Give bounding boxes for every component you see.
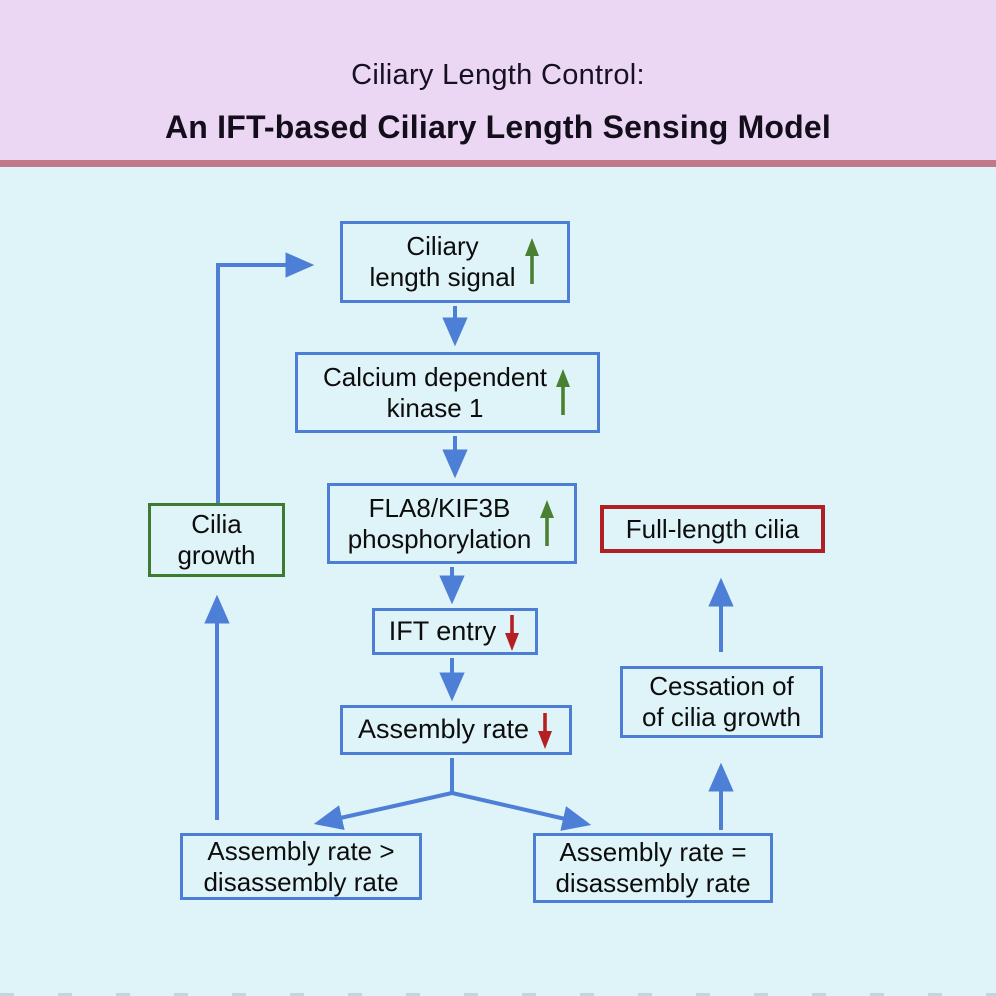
label-line: Ciliary bbox=[406, 231, 479, 262]
label-line: length signal bbox=[369, 262, 516, 292]
label-line: Assembly rate bbox=[357, 714, 530, 745]
figure-subtitle: An IFT-based Ciliary Length Sensing Mode… bbox=[164, 109, 832, 145]
node-calcium-dependent-kinase-1: Calcium dependent kinase 1 bbox=[295, 352, 600, 433]
node-label: Assembly rate bbox=[358, 714, 529, 746]
node-assembly-gt-disassembly: Assembly rate > disassembly rate bbox=[180, 833, 422, 900]
label-line: Cilia bbox=[191, 509, 242, 540]
label-line: Calcium dependent bbox=[322, 361, 548, 392]
label-line: disassembly rate bbox=[555, 868, 751, 898]
node-assembly-eq-disassembly: Assembly rate = disassembly rate bbox=[533, 833, 773, 903]
label-line: phosphorylation bbox=[347, 523, 532, 554]
label-line: of cilia growth bbox=[642, 702, 801, 732]
node-label: IFT entry bbox=[389, 616, 497, 648]
increase-arrow-icon bbox=[524, 238, 539, 284]
figure-header: Ciliary Length Control: An IFT-based Cil… bbox=[0, 0, 996, 160]
header-divider-rule bbox=[0, 160, 996, 167]
label-line: growth bbox=[177, 540, 256, 570]
node-label: Assembly rate > disassembly rate bbox=[203, 836, 398, 897]
arrow-fork-right bbox=[451, 791, 592, 831]
node-label: FLA8/KIF3B phosphorylation bbox=[348, 493, 532, 554]
increase-arrow-icon bbox=[556, 368, 571, 415]
node-label: Calcium dependent kinase 1 bbox=[323, 362, 547, 423]
increase-arrow-icon bbox=[540, 499, 555, 546]
label-line: FLA8/KIF3B bbox=[368, 492, 511, 523]
node-label: Ciliary length signal bbox=[370, 231, 516, 292]
node-ciliary-length-signal: Ciliary length signal bbox=[340, 221, 570, 303]
label-line: kinase 1 bbox=[386, 392, 484, 423]
node-ift-entry: IFT entry bbox=[372, 608, 538, 655]
label-line: Full-length cilia bbox=[625, 513, 800, 544]
node-full-length-cilia: Full-length cilia bbox=[600, 505, 825, 553]
decrease-arrow-icon bbox=[505, 614, 520, 651]
node-label: Cilia growth bbox=[177, 509, 255, 570]
label-line: Assembly rate > bbox=[207, 835, 395, 866]
node-label: Assembly rate = disassembly rate bbox=[555, 837, 750, 898]
node-cilia-growth: Cilia growth bbox=[148, 503, 285, 577]
figure-title: Ciliary Length Control: bbox=[351, 59, 645, 91]
arrow-fork-left bbox=[313, 791, 453, 831]
node-assembly-rate: Assembly rate bbox=[340, 705, 572, 755]
node-cessation-of-cilia-growth: Cessation of of cilia growth bbox=[620, 666, 823, 738]
node-label: Cessation of of cilia growth bbox=[642, 671, 801, 732]
node-label: Full-length cilia bbox=[626, 514, 799, 545]
label-line: IFT entry bbox=[388, 615, 497, 646]
label-line: Cessation of bbox=[649, 671, 794, 702]
label-line: Assembly rate = bbox=[559, 837, 747, 868]
decrease-arrow-icon bbox=[538, 713, 553, 749]
cropped-text-artifact bbox=[0, 993, 996, 996]
label-line: disassembly rate bbox=[203, 866, 399, 897]
node-fla8-kif3b-phosphorylation: FLA8/KIF3B phosphorylation bbox=[327, 483, 577, 564]
